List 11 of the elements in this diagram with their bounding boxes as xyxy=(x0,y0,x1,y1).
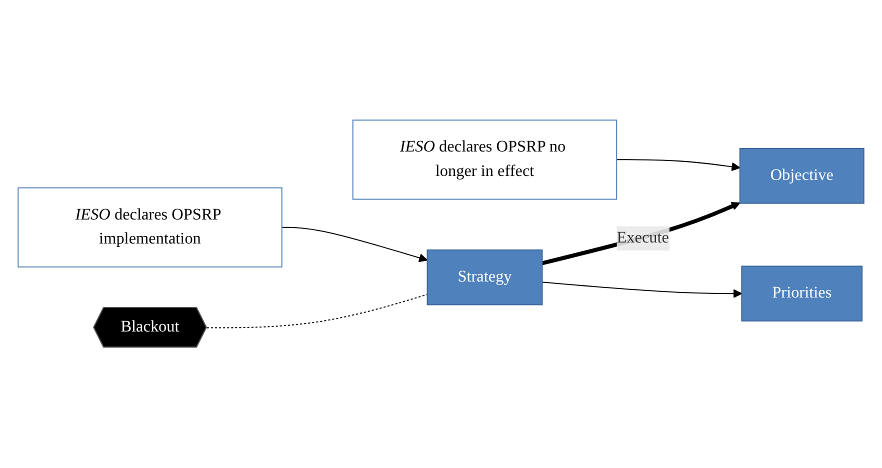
arrow xyxy=(542,202,740,266)
arrow xyxy=(616,160,740,172)
node-box: Objective xyxy=(739,148,864,204)
arrow xyxy=(282,227,428,263)
node-box: IESO declares OPSRP no longer in effect xyxy=(352,120,618,200)
edge-label: Execute xyxy=(616,230,670,247)
arrow xyxy=(542,282,742,298)
node-box: Priorities xyxy=(741,266,863,322)
node-box: Strategy xyxy=(426,250,543,306)
connector xyxy=(206,294,428,329)
node-box: IESO declares OPSRP implementation xyxy=(18,188,282,268)
